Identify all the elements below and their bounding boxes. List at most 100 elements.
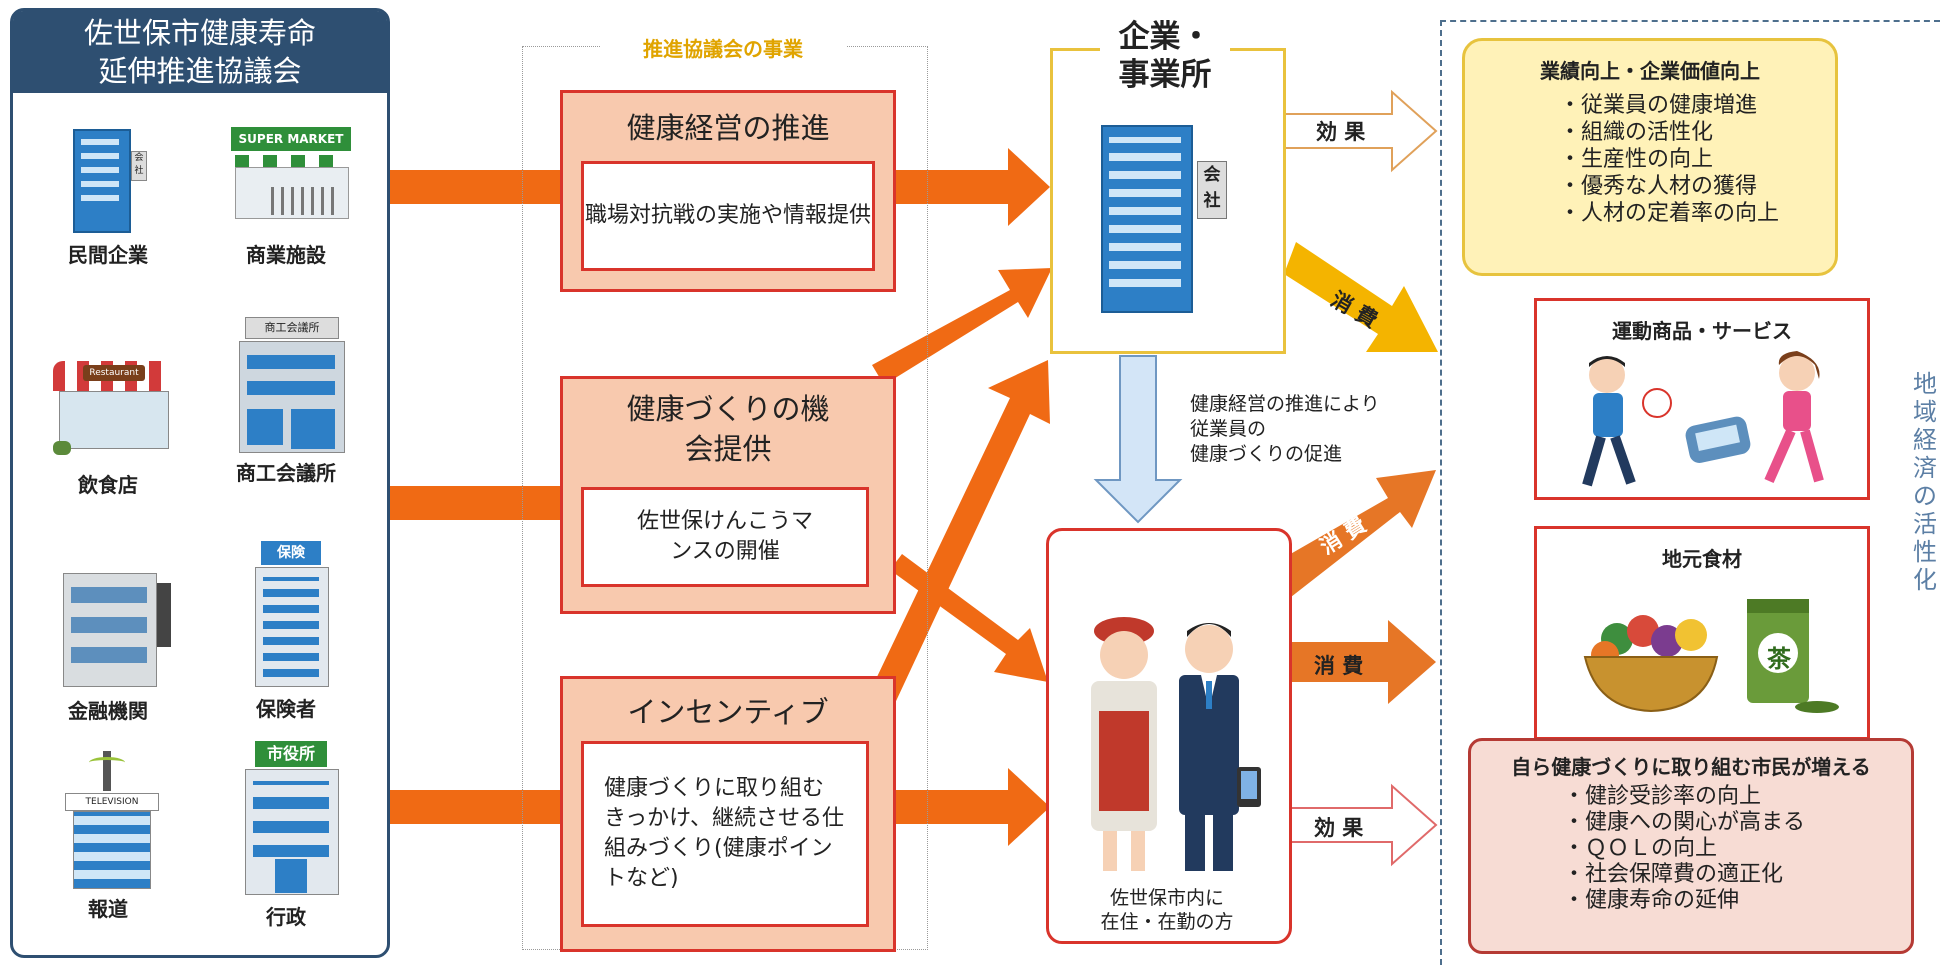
council-header: 佐世保市健康寿命 延伸推進協議会 xyxy=(13,11,387,93)
member-restaurant: Restaurant 飲食店 xyxy=(33,351,183,498)
project-title: 健康経営の推進 xyxy=(626,111,830,145)
project-detail: 健康づくりに取り組むきっかけ、継続させる仕組みづくり(健康ポイントなど) xyxy=(581,741,869,927)
arrow-opportunity-to-company xyxy=(872,268,1052,385)
citizens-list: ・健診受診率の向上 ・健康への関心が高まる ・ＱＯＬの向上 ・社会保障費の適正化… xyxy=(1471,784,1911,914)
company-box: 会社 xyxy=(1050,48,1286,354)
list-item: ・健診受診率の向上 xyxy=(1563,784,1762,809)
project-title: 健康づくりの機会提供 xyxy=(626,392,830,466)
arrow-company-effect xyxy=(1269,89,1438,173)
list-item: ・従業員の健康増進 xyxy=(1559,93,1758,118)
company-title-line2: 事業所 xyxy=(1118,57,1212,93)
tv-sign: TELEVISION xyxy=(65,793,159,811)
member-private-company: 会社 民間企業 xyxy=(33,121,183,268)
project-health-opportunity: 健康づくりの機会提供 佐世保けんこうマンスの開催 xyxy=(560,376,896,614)
member-label: 保険者 xyxy=(256,697,316,721)
list-item: ・優秀な人材の獲得 xyxy=(1559,174,1758,199)
list-item: ・健康寿命の延伸 xyxy=(1563,888,1740,913)
arrow-resident-consume-2 xyxy=(1268,620,1436,704)
project-incentive: インセンティブ 健康づくりに取り組むきっかけ、継続させる仕組みづくり(健康ポイン… xyxy=(560,676,896,952)
project-health-management: 健康経営の推進 職場対抗戦の実施や情報提供 xyxy=(560,90,896,292)
chamber-building-icon: 商工会議所 xyxy=(231,317,345,457)
arrow-incentive-to-company xyxy=(866,360,1050,714)
label-effect-company: 効 果 xyxy=(1316,120,1366,144)
city-hall-sign: 市役所 xyxy=(255,741,327,767)
member-financial-institution: 金融機関 xyxy=(33,563,183,724)
company-sign: 会社 xyxy=(1197,161,1227,219)
arrow-company-consume xyxy=(1284,242,1438,352)
company-title: 企業・ 事業所 xyxy=(1100,18,1230,94)
project-detail: 佐世保けんこうマンスの開催 xyxy=(581,487,869,587)
residents-caption: 佐世保市内に 在住・在勤の方 xyxy=(1062,886,1272,934)
chamber-sign: 商工会議所 xyxy=(245,317,339,339)
member-label: 商工会議所 xyxy=(236,461,336,485)
council-title-line2: 延伸推進協議会 xyxy=(98,54,302,88)
restaurant-sign: Restaurant xyxy=(83,365,145,381)
food-title: 地元食材 xyxy=(1662,547,1742,571)
arrow-health-mgmt-to-company xyxy=(892,148,1050,226)
note-line3: 健康づくりの促進 xyxy=(1190,443,1343,465)
label-effect-resident: 効 果 xyxy=(1314,816,1364,840)
member-government: 市役所 行政 xyxy=(211,741,361,930)
food-basket-illustration xyxy=(1583,599,1839,713)
list-item: ・生産性の向上 xyxy=(1559,147,1714,172)
note-line2: 従業員の xyxy=(1190,418,1267,440)
arrow-resident-consume-1 xyxy=(1266,470,1436,604)
office-building-icon: 会社 xyxy=(53,121,163,233)
company-title-line1: 企業・ xyxy=(1118,19,1212,55)
arrow-council-to-health-mgmt xyxy=(388,170,560,204)
performance-title: 業績向上・企業価値向上 xyxy=(1540,59,1760,83)
note-line1: 健康経営の推進により xyxy=(1190,393,1380,415)
company-sign: 会社 xyxy=(131,151,147,181)
citizens-title: 自ら健康づくりに取り組む市民が増える xyxy=(1511,755,1871,779)
sports-title: 運動商品・サービス xyxy=(1612,319,1792,343)
supermarket-sign: SUPER MARKET xyxy=(231,127,351,151)
employee-health-note: 健康経営の推進により 従業員の 健康づくりの促進 xyxy=(1190,392,1380,467)
arrow-incentive-to-residents xyxy=(892,768,1050,846)
residents-caption-line1: 佐世保市内に xyxy=(1109,887,1224,909)
city-hall-icon: 市役所 xyxy=(231,741,341,901)
company-windows xyxy=(1109,137,1181,287)
member-label: 飲食店 xyxy=(78,473,138,497)
list-item: ・組織の活性化 xyxy=(1559,120,1714,145)
member-label: 報道 xyxy=(88,897,128,921)
member-insurer: 保険 保険者 xyxy=(211,541,361,722)
bank-building-icon xyxy=(53,563,171,693)
runners-illustration xyxy=(1582,351,1824,487)
regional-economy-frame-top xyxy=(1440,20,1940,23)
council-panel: 佐世保市健康寿命 延伸推進協議会 会社 民間企業 SUPER MARKET 商業… xyxy=(10,8,390,958)
regional-economy-label: 地域経済の活性化 xyxy=(1910,370,1940,594)
performance-list: ・従業員の健康増進 ・組織の活性化 ・生産性の向上 ・優秀な人材の獲得 ・人材の… xyxy=(1465,92,1835,227)
list-item: ・社会保障費の適正化 xyxy=(1563,862,1784,887)
council-title-line1: 佐世保市健康寿命 xyxy=(83,16,316,50)
arrow-council-to-incentive xyxy=(388,790,560,824)
member-label: 商業施設 xyxy=(246,243,326,267)
citizens-box: 自ら健康づくりに取り組む市民が増える ・健診受診率の向上 ・健康への関心が高まる… xyxy=(1468,738,1914,954)
performance-box: 業績向上・企業価値向上 ・従業員の健康増進 ・組織の活性化 ・生産性の向上 ・優… xyxy=(1462,38,1838,276)
sports-products-box: 運動商品・サービス xyxy=(1534,298,1870,500)
insurance-sign: 保険 xyxy=(261,541,321,565)
member-chamber-of-commerce: 商工会議所 商工会議所 xyxy=(211,317,361,486)
restaurant-icon: Restaurant xyxy=(53,351,173,461)
residents-caption-line2: 在住・在勤の方 xyxy=(1100,911,1234,933)
orange-flow-arrows xyxy=(388,148,1052,846)
insurance-building-icon: 保険 xyxy=(231,541,341,691)
project-title: インセンティブ xyxy=(627,695,829,729)
list-item: ・健康への関心が高まる xyxy=(1563,810,1806,835)
member-media: TELEVISION 報道 xyxy=(33,751,183,922)
local-food-box: 地元食材 茶 xyxy=(1534,526,1870,740)
member-label: 民間企業 xyxy=(68,243,148,267)
tv-station-icon: TELEVISION xyxy=(53,751,163,891)
member-label: 金融機関 xyxy=(68,699,148,723)
arrow-council-to-opportunity xyxy=(388,486,560,520)
member-commercial-facility: SUPER MARKET 商業施設 xyxy=(211,121,361,268)
arrow-company-to-residents xyxy=(1093,355,1183,524)
member-label: 行政 xyxy=(266,905,306,929)
list-item: ・人材の定着率の向上 xyxy=(1559,201,1780,226)
projects-title: 推進協議会の事業 xyxy=(600,33,846,61)
list-item: ・ＱＯＬの向上 xyxy=(1563,836,1718,861)
supermarket-icon: SUPER MARKET xyxy=(231,121,351,231)
residents-illustration xyxy=(1091,617,1261,871)
project-detail: 職場対抗戦の実施や情報提供 xyxy=(581,161,875,271)
tea-sign: 茶 xyxy=(1767,645,1791,673)
